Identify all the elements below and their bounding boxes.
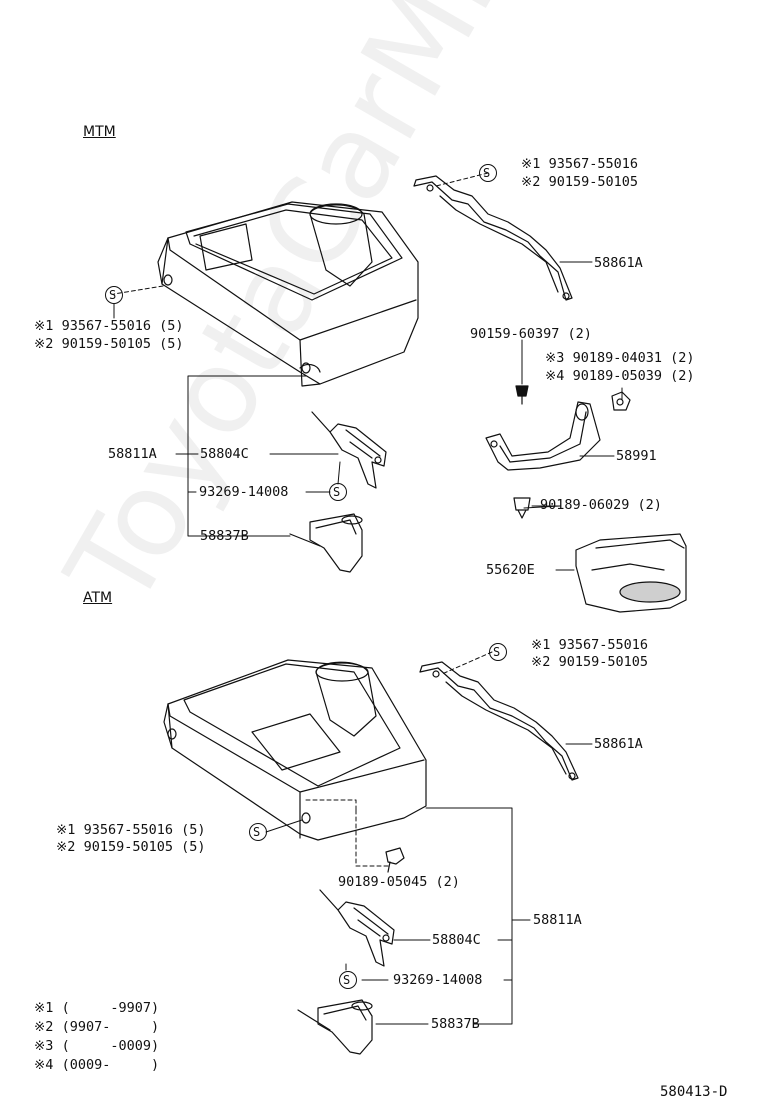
mtm-shift-lever-58804C — [311, 411, 387, 489]
mtm-heading: MTM — [83, 124, 116, 140]
mtm-part-58991: 58991 — [616, 448, 657, 464]
atm-clip-left-line2: ※2 90159-50105 (5) — [56, 839, 206, 855]
atm-console-box — [163, 659, 427, 841]
s-symbol-1: S — [483, 166, 491, 180]
mtm-part-58804C: 58804C — [200, 446, 249, 462]
leader-lines — [113, 172, 623, 1025]
mtm-part-58811A: 58811A — [108, 446, 157, 462]
mtm-clip-right-line1: ※1 93567-55016 — [521, 156, 638, 172]
diagram-id: 580413-D — [660, 1084, 728, 1100]
s-symbol-4: S — [493, 645, 501, 659]
mtm-bracket-58991 — [485, 401, 601, 471]
mtm-clip-left-line2: ※2 90159-50105 (5) — [34, 336, 184, 352]
atm-part-93269-14008: 93269-14008 — [393, 972, 483, 988]
atm-shift-lever-58804C — [319, 889, 395, 967]
atm-part-58811A: 58811A — [533, 912, 582, 928]
mtm-cup-holder-55620E — [575, 533, 687, 613]
atm-cover-58837B — [297, 999, 373, 1055]
legend-line-3: ※3 ( -0009) — [34, 1038, 160, 1054]
atm-clip-right-line1: ※1 93567-55016 — [531, 637, 648, 653]
mtm-nut-line2: ※4 90189-05039 (2) — [545, 368, 695, 384]
atm-part-58804C: 58804C — [432, 932, 481, 948]
s-circle-symbols — [105, 164, 507, 989]
atm-part-58837B: 58837B — [431, 1016, 480, 1032]
atm-clip-90189-05045 — [385, 847, 405, 873]
mtm-part-90159-60397: 90159-60397 (2) — [470, 326, 592, 342]
s-symbol-5: S — [253, 825, 261, 839]
s-symbol-3: S — [333, 485, 341, 499]
atm-part-58861A: 58861A — [594, 736, 643, 752]
mtm-nut-line1: ※3 90189-04031 (2) — [545, 350, 695, 366]
mtm-nut — [611, 391, 631, 411]
mtm-part-58861A: 58861A — [594, 255, 643, 271]
mtm-clip-90189-06029 — [513, 497, 531, 519]
mtm-part-90189-06029: 90189-06029 (2) — [540, 497, 662, 513]
atm-heading: ATM — [83, 590, 113, 606]
mtm-part-93269-14008: 93269-14008 — [199, 484, 289, 500]
mtm-bracket-58861A — [413, 175, 573, 301]
mtm-bolt-90159-60397 — [515, 385, 529, 405]
atm-bracket-58861A — [419, 661, 579, 781]
s-symbol-2: S — [109, 288, 117, 302]
legend-line-1: ※1 ( -9907) — [34, 1000, 160, 1016]
atm-clip-left-line1: ※1 93567-55016 (5) — [56, 822, 206, 838]
atm-clip-right-line2: ※2 90159-50105 — [531, 654, 648, 670]
mtm-cover-58837B — [289, 513, 363, 573]
mtm-part-55620E: 55620E — [486, 562, 535, 578]
mtm-clip-left-line1: ※1 93567-55016 (5) — [34, 318, 184, 334]
legend-line-4: ※4 (0009- ) — [34, 1057, 160, 1073]
mtm-part-58837B: 58837B — [200, 528, 249, 544]
legend-line-2: ※2 (9907- ) — [34, 1019, 160, 1035]
s-symbol-6: S — [343, 973, 351, 987]
mtm-console-box — [157, 201, 419, 387]
mtm-clip-right-line2: ※2 90159-50105 — [521, 174, 638, 190]
atm-part-90189-05045: 90189-05045 (2) — [338, 874, 460, 890]
